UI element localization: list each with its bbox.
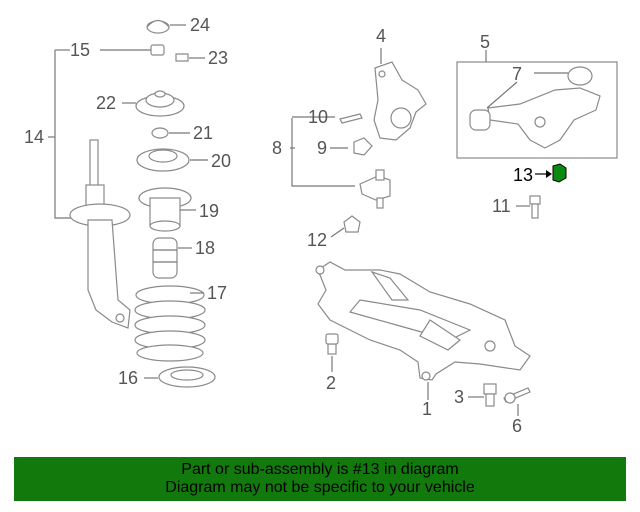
notice-banner: Part or sub-assembly is #13 in diagram D… [14,457,626,501]
callout-10: 10 [308,107,328,127]
part-1-subframe [315,261,531,400]
callout-8: 8 [272,138,282,158]
part-5-control-arm-box [456,50,618,159]
part-15-nut [150,44,165,56]
callout-3: 3 [454,387,464,407]
callout-15: 15 [70,40,90,60]
callout-13: 13 [513,165,533,185]
callout-6: 6 [512,416,522,436]
bracket-8 [291,118,355,187]
callout-9: 9 [317,138,327,158]
part-6-bolt [503,387,531,416]
callout-4: 4 [376,26,386,46]
banner-line-2: Diagram may not be specific to your vehi… [165,479,475,496]
part-24-cap [146,19,186,34]
part-14-strut [69,139,131,329]
callout-24: 24 [190,15,210,35]
callout-17: 17 [207,283,227,303]
callout-5: 5 [480,32,490,52]
part-16-insulator [144,366,216,388]
callout-12: 12 [307,230,327,250]
part-10-bolt [339,113,363,124]
callout-16: 16 [118,368,138,388]
part-4-knuckle [373,48,427,141]
parts-diagram: 24 15 23 22 21 14 20 19 18 17 16 4 5 7 1… [24,15,618,436]
part-20-bearing [136,148,208,172]
part-19-spring-seat [138,187,196,232]
part-9-nut [353,137,373,156]
banner-line-1: Part or sub-assembly is #13 in diagram [181,461,459,478]
callout-23: 23 [208,48,228,68]
callout-11: 11 [492,196,511,216]
callout-22: 22 [96,93,116,113]
part-12-nut [330,215,361,238]
callout-14: 14 [24,127,44,147]
part-3-bolt [468,383,497,407]
part-23-nut [175,53,205,62]
callout-7: 7 [512,64,522,84]
callout-2: 2 [326,373,336,393]
part-11-bolt [516,195,541,219]
callout-1: 1 [422,399,432,419]
part-2-bolt [325,333,339,372]
callout-20: 20 [211,151,231,171]
callout-18: 18 [195,238,215,258]
bracket-14 [54,50,72,219]
part-18-bump-stop [152,237,192,279]
callout-21: 21 [193,123,213,143]
part-ball-joint [359,169,391,209]
callout-19: 19 [199,201,219,221]
part-13-bushing [535,163,567,183]
part-17-coil-spring [134,285,206,362]
part-21-washer [151,127,190,139]
part-22-upper-mount [122,90,185,117]
